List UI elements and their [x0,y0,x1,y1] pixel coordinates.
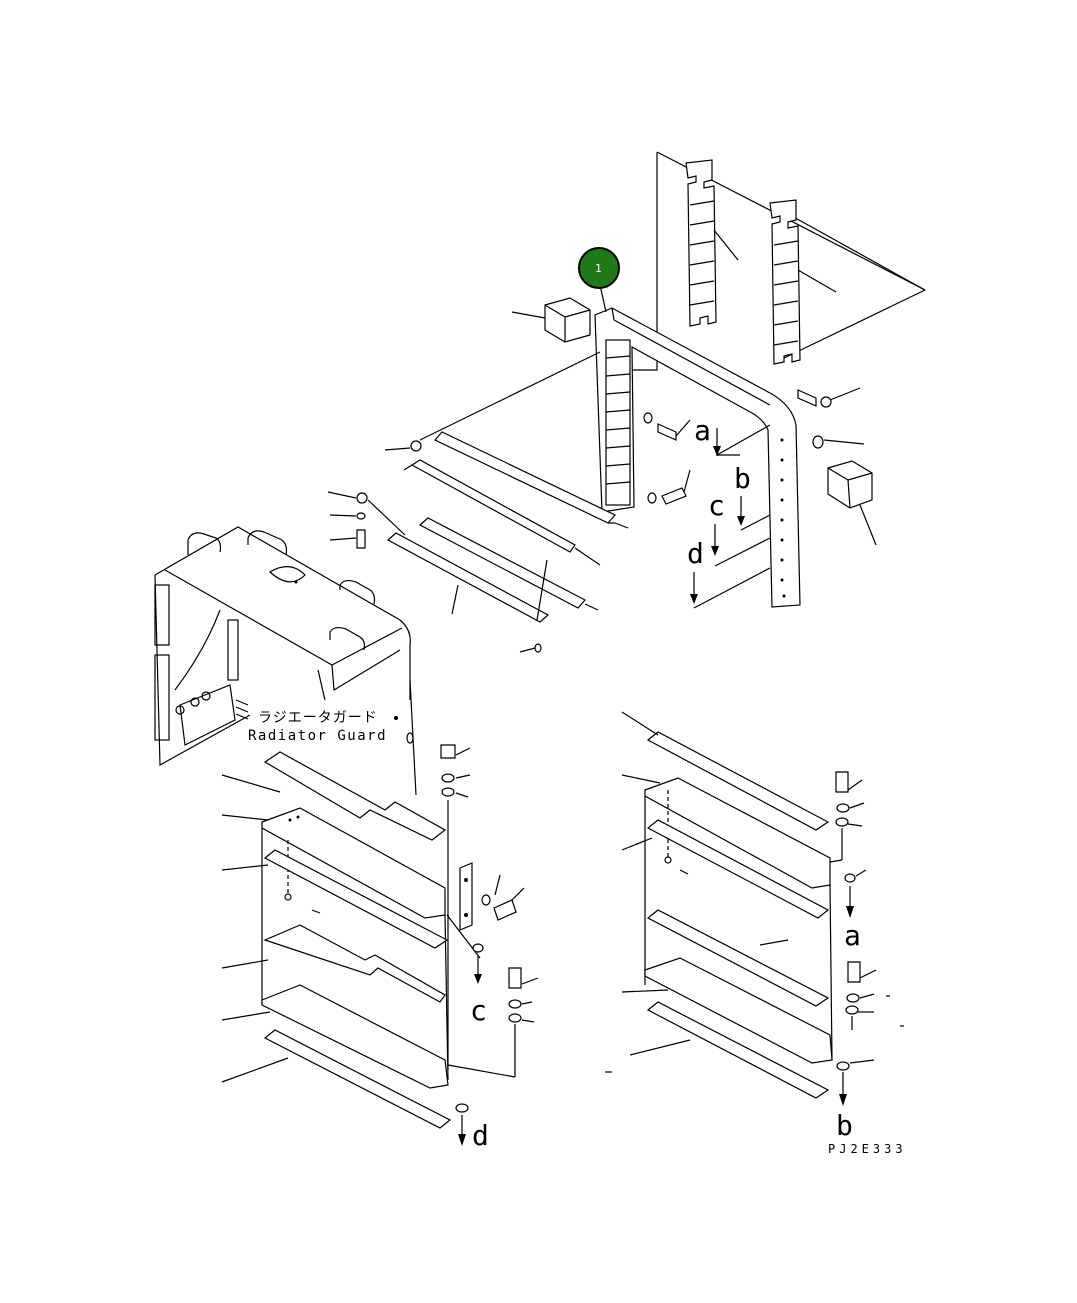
louver-assembly-left: c d [221,744,539,1152]
guard-label-english: Radiator Guard [248,728,387,744]
section-letter-a-lower: a [844,919,861,952]
radiator-guard-body [154,526,417,796]
section-letter-b: b [734,462,751,495]
section-letter-c-lower: c [470,994,487,1027]
left-fasteners [327,351,601,549]
corner-bracket-left [511,297,591,343]
section-letter-a: a [694,414,711,447]
section-letter-d: d [687,537,704,570]
slotted-strip-left [685,159,739,327]
slotted-strip-right [769,199,837,365]
frame-bolts [643,387,865,505]
guard-label-japanese: ラジエータガード [258,710,378,726]
section-letter-c: c [708,489,725,522]
seal-strips-upper [386,431,629,653]
u-frame [594,284,801,608]
section-marks-upper: a b c d [687,414,771,609]
louver-assembly-right: a b [605,711,904,1142]
upper-frame-assembly: a b c d [511,151,926,609]
drawing-code: PJ2E333 [828,1142,907,1156]
corner-bracket-right [827,460,877,546]
section-letter-b-lower: b [836,1109,853,1142]
callout-number: 1 [595,262,602,275]
section-letter-d-lower: d [472,1119,489,1152]
callout-badge[interactable]: 1 [578,247,620,289]
